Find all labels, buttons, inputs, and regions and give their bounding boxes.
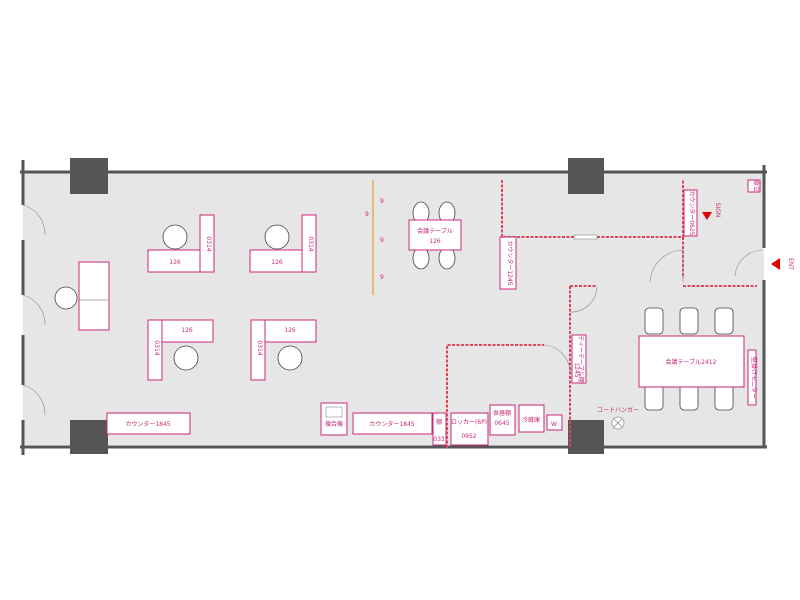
counter-entry: カウンター0625 [683,189,698,237]
washer-label: W [551,421,557,428]
meeting-table-small-label: 会議テーブル [417,227,453,235]
copier: 複合機 [320,402,348,436]
desk-1-label: 126 [169,259,181,266]
floor-area [23,172,764,445]
tea-table-size: 1245 [573,362,580,377]
desk-2-side-label: 0314 [307,236,314,251]
entrance-marker: ENT [771,258,794,270]
rail-mark: 9 [365,211,369,218]
washer: W [546,414,563,431]
locker-label: ロッカー(6P) [451,419,487,426]
tea-table: ティーテーブル棚 [571,334,587,384]
counter-left: カウンター1845 [106,412,191,435]
coat-hanger: コートハンガー [597,406,639,430]
counter-left-label: カウンター1845 [125,420,170,428]
counter-center: カウンター1245 [499,236,517,290]
sofa-chair [54,286,78,310]
desk-1-side-label: 0314 [205,236,212,251]
desk-group-3: 126 0314 [147,319,214,381]
counter-center-label: カウンター1245 [506,240,514,285]
meeting-table-small: 会議テーブル 126 [408,201,462,270]
wall-monitor-label: 壁掛けモニター [750,357,758,399]
wall-monitor: 壁掛けモニター [747,349,758,406]
rail-mark: 9 [380,198,384,205]
dish-shelf-size: 0645 [494,420,509,427]
rail-mark: 9 [380,237,384,244]
umbrella-label: 傘立 [752,180,760,192]
desk-3-label: 126 [181,327,193,334]
column-top-right [568,158,604,194]
desk-group-1: 126 0314 [147,214,215,273]
tea-table-label: ティーテーブル棚 [577,335,585,382]
sign-marker: SIGN [702,203,721,220]
ent-label: ENT [787,258,794,270]
counter-mid-label: カウンター1845 [369,420,414,428]
door-swings [543,249,763,373]
shelf-size: 033 [433,436,445,443]
fridge-label: 冷蔵庫 [522,416,540,424]
copier-label: 複合機 [325,420,343,428]
meeting-table-small-size: 126 [429,238,441,245]
glass-panel [573,234,598,240]
shelf-label: 棚 [436,418,442,426]
outer-walls [20,160,767,455]
sign-label: SIGN [714,203,721,218]
entrance-arrow-icon [771,258,780,270]
umbrella-stand: 傘立 [747,179,761,193]
meeting-table-large-label: 会議テーブル2412 [666,358,717,366]
locker-size: 0952 [461,433,476,440]
counter-mid: カウンター1845 [352,412,433,435]
desk-4-label: 126 [284,327,296,334]
counter-entry-label: カウンター0625 [688,190,696,235]
rail-mark: 9 [380,274,384,281]
column-bottom-right [568,420,604,454]
desk-4-side-label: 0314 [256,340,263,355]
coat-hanger-label: コートハンガー [597,406,639,414]
desk-2-label: 126 [271,259,283,266]
column-top-left [70,158,108,194]
desk-group-2: 126 0314 [249,214,317,273]
sign-arrow-icon [702,212,712,220]
sofa [78,261,110,331]
column-bottom-left [70,420,108,454]
desk-group-4: 126 0314 [250,319,317,381]
shelf: 棚 033 [432,412,447,446]
left-wall-doors [22,204,46,416]
dish-shelf-label: 食器棚 [493,409,511,417]
dish-shelf: 食器棚 0645 [489,404,516,436]
meeting-table-large: 会議テーブル2412 [638,307,745,411]
fridge: 冷蔵庫 [518,404,545,433]
hanging-rail: 9 9 9 9 [365,180,384,295]
locker: ロッカー(6P) 0952 [450,412,489,446]
desk-3-side-label: 0314 [153,340,160,355]
